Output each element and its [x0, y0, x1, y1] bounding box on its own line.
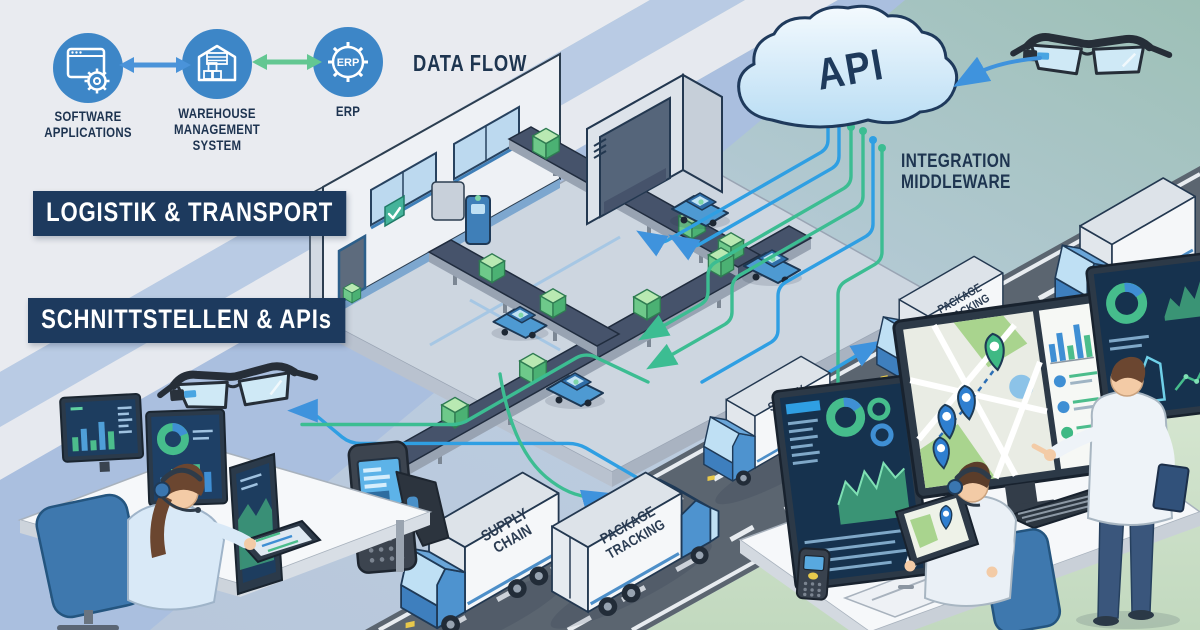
data-flow-lines [287, 111, 886, 513]
scanner-gate [586, 73, 723, 226]
erp-gear-text: ERP [337, 57, 360, 69]
software-applications-icon [53, 33, 123, 103]
tablet [238, 519, 322, 564]
label-erp: ERP [335, 103, 361, 119]
left-workstation [17, 393, 433, 630]
scan-station [431, 181, 491, 245]
monitor-area-chart [228, 452, 284, 596]
banner-logistik-transport: LOGISTIK & TRANSPORT [33, 191, 347, 236]
manager-standing [1031, 356, 1190, 629]
label-software-applications: SOFTWARE APPLICATIONS [44, 108, 132, 141]
data-flow-label: DATA FLOW [413, 50, 528, 76]
erp-gear-icon: ERP [313, 27, 383, 97]
api-cloud: API [737, 4, 959, 129]
operator-woman [127, 463, 256, 611]
legend-icons: ERP [53, 27, 383, 103]
legend-arrow-green [252, 54, 322, 70]
office-chair [35, 493, 145, 630]
dock-door [337, 233, 367, 306]
truck-package-tracking: PACKAGE TRACKING [541, 470, 721, 630]
monitor-operations-dashboard [771, 374, 932, 592]
monitor-bar-chart [59, 393, 145, 473]
right-workstation [738, 250, 1200, 630]
operator-man-seated [894, 461, 1018, 607]
truck-supply-chain: SUPPLY CHAIN [399, 470, 578, 630]
checkmark-sign [384, 194, 405, 228]
legend-arrow-blue [119, 57, 191, 73]
banner-schnittstellen-apis: SCHNITTSTELLEN & APIs [28, 298, 345, 343]
label-warehouse-management-system: WAREHOUSE MANAGEMENT SYSTEM [173, 105, 260, 154]
label-integration-middleware: INTEGRATION MIDDLEWARE [901, 151, 1011, 193]
glasses-to-cloud-arrow [953, 56, 1042, 88]
warehouse-icon [182, 29, 252, 99]
cloud-api-label: API [813, 39, 888, 100]
